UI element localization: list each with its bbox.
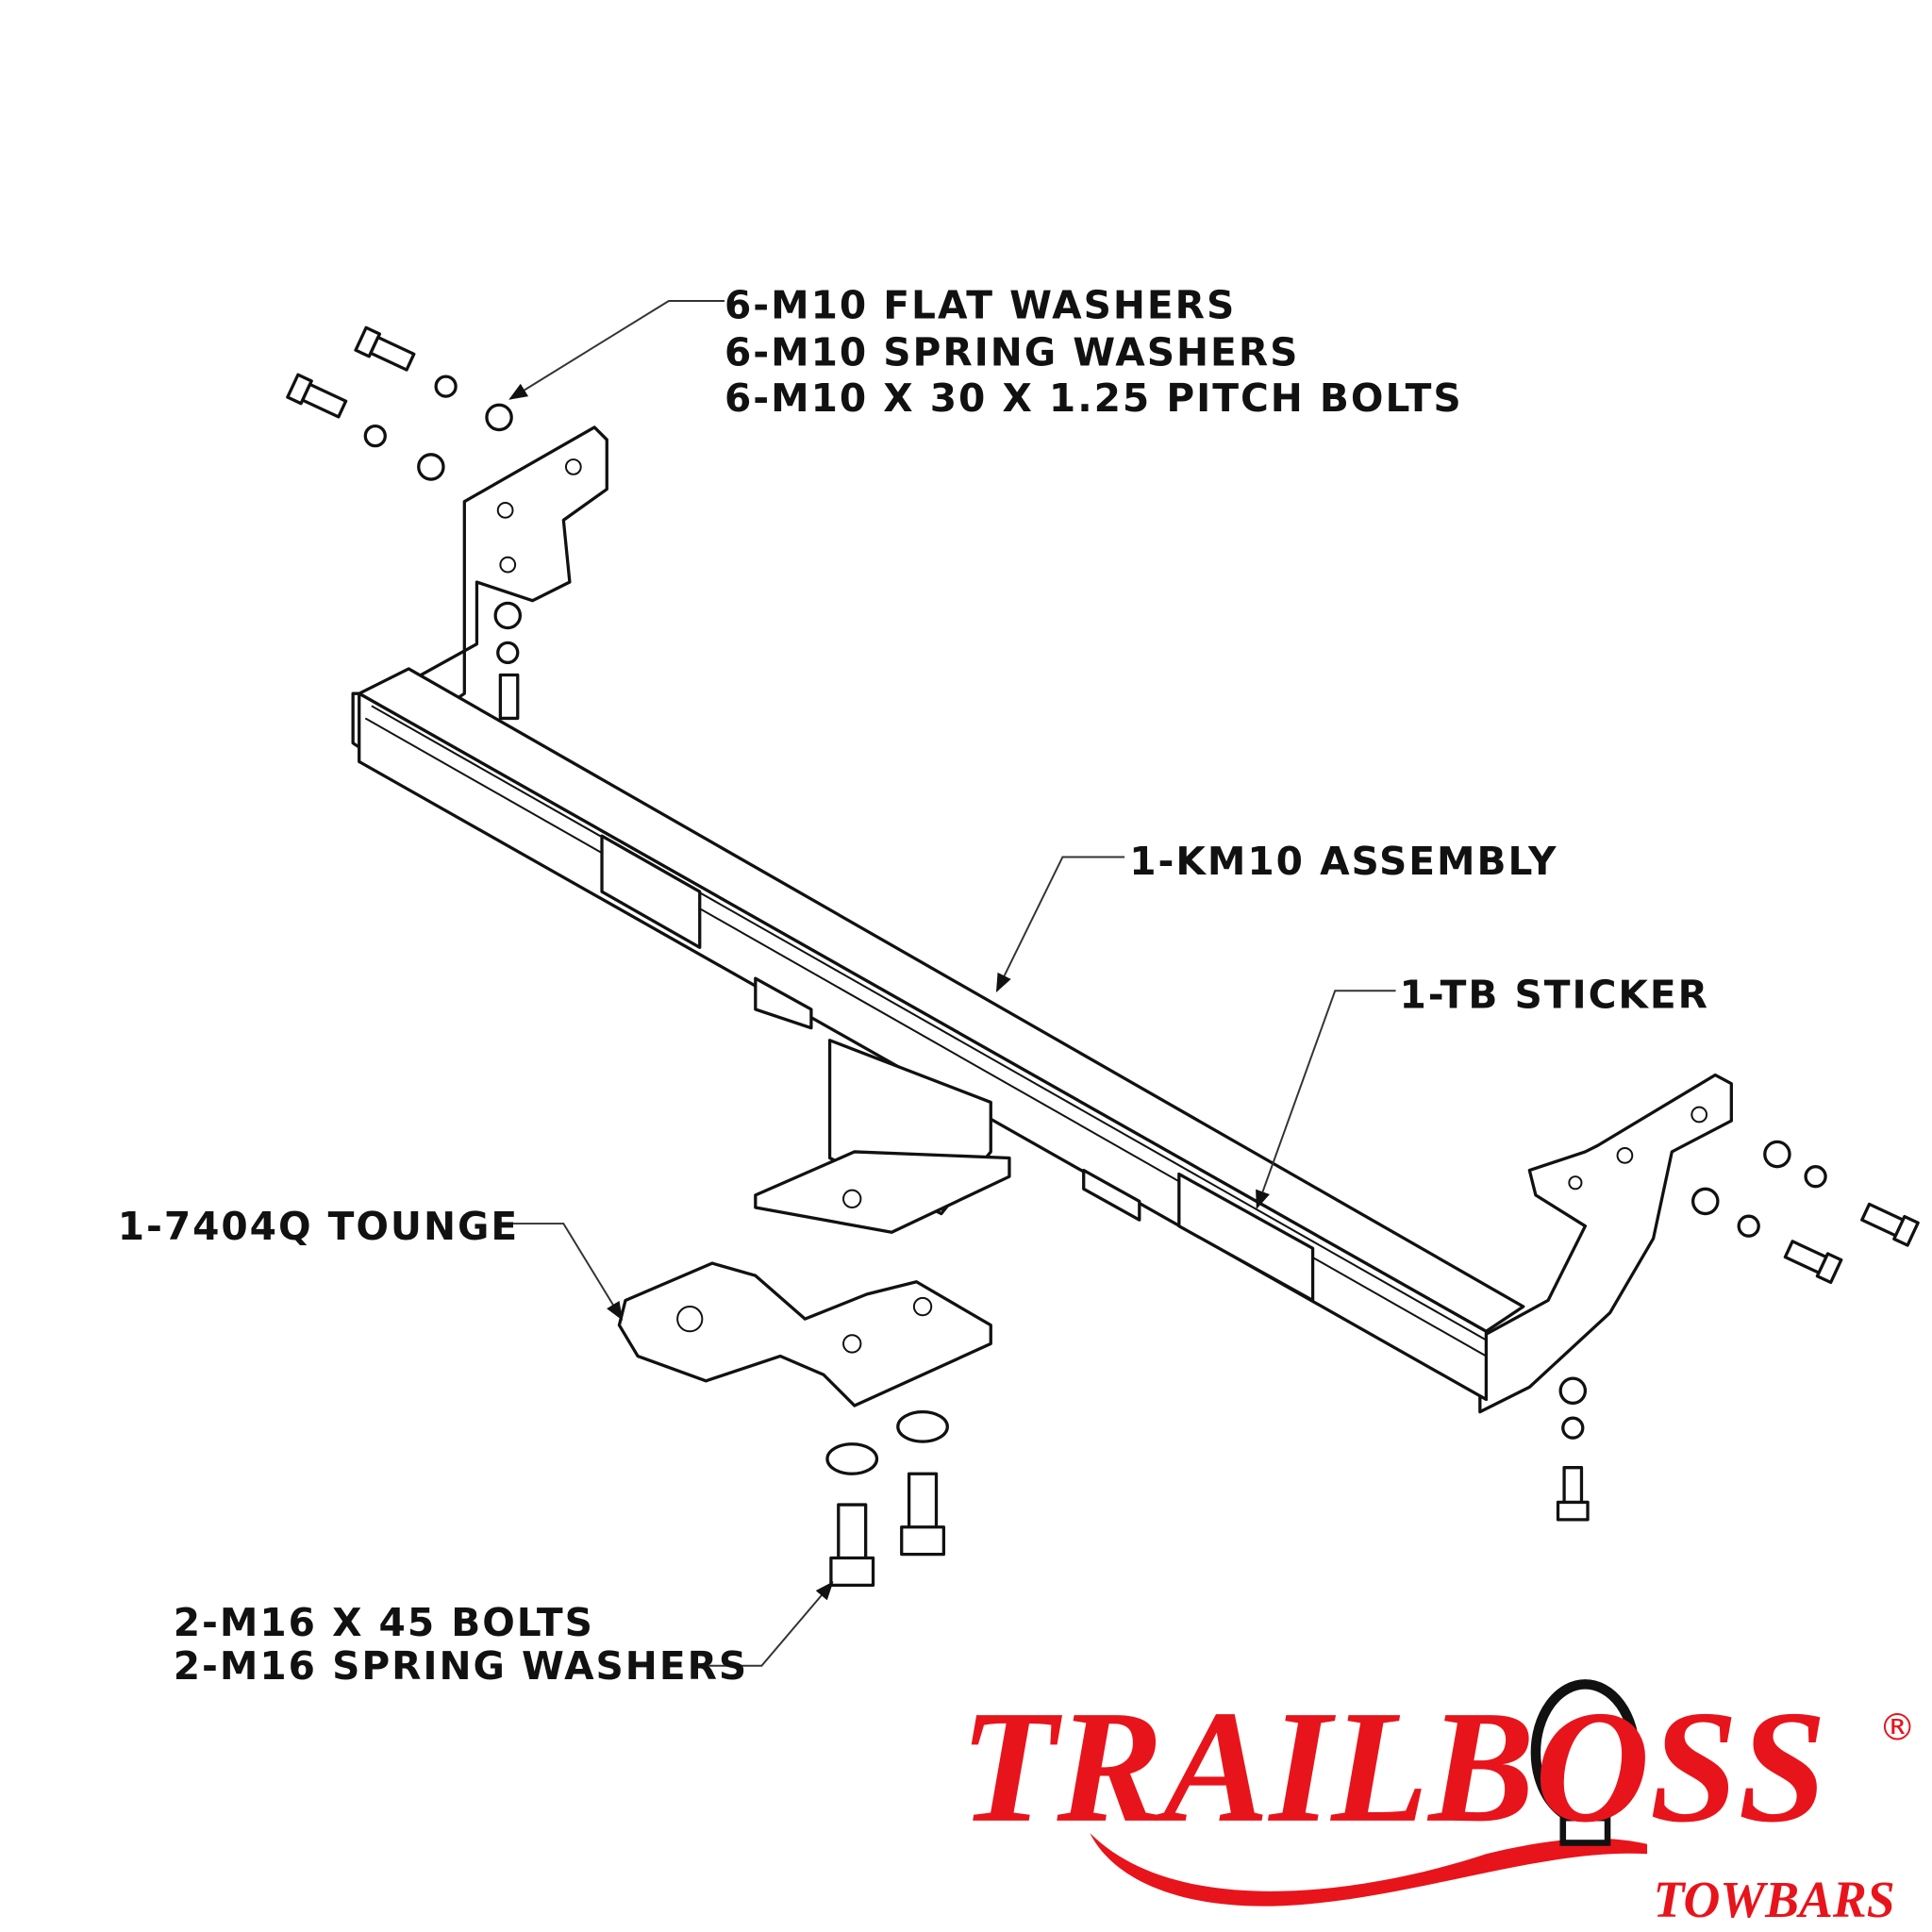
sticker-plate-left bbox=[600, 834, 702, 949]
cross-beam bbox=[358, 667, 1525, 1402]
leader-m16 bbox=[702, 1581, 834, 1667]
label-pitch-bolts: 6-M10 X 30 X 1.25 PITCH BOLTS bbox=[724, 375, 1463, 421]
leader-washers bbox=[508, 300, 724, 400]
registered-mark: ® bbox=[1879, 1707, 1916, 1750]
label-m16-bolts: 2-M16 X 45 BOLTS bbox=[174, 1600, 594, 1645]
right-bracket bbox=[1478, 1073, 1733, 1414]
label-tongue: 1-7404Q TOUNGE bbox=[118, 1204, 519, 1249]
tow-ball-icon bbox=[1530, 1679, 1641, 1846]
trailboss-logo: TRAILBOSS TOWBARS ® bbox=[959, 1677, 1915, 1928]
logo-sub: TOWBARS bbox=[1654, 1871, 1895, 1928]
leader-sticker bbox=[1256, 990, 1396, 1209]
fasteners bbox=[286, 325, 1920, 1588]
logo-brand: TRAILBOSS bbox=[959, 1677, 1826, 1856]
tongue bbox=[617, 1039, 1011, 1407]
leader-assembly bbox=[995, 856, 1125, 993]
leader-tongue bbox=[501, 1223, 624, 1321]
logo-swoosh bbox=[1090, 1832, 1648, 1907]
label-sticker: 1-TB STICKER bbox=[1399, 973, 1709, 1018]
label-spring-washers: 6-M10 SPRING WASHERS bbox=[724, 329, 1299, 375]
label-assembly: 1-KM10 ASSEMBLY bbox=[1129, 839, 1557, 884]
label-m16-washers: 2-M16 SPRING WASHERS bbox=[174, 1643, 748, 1689]
label-flat-washers: 6-M10 FLAT WASHERS bbox=[724, 282, 1236, 327]
tb-sticker bbox=[1177, 1172, 1315, 1303]
